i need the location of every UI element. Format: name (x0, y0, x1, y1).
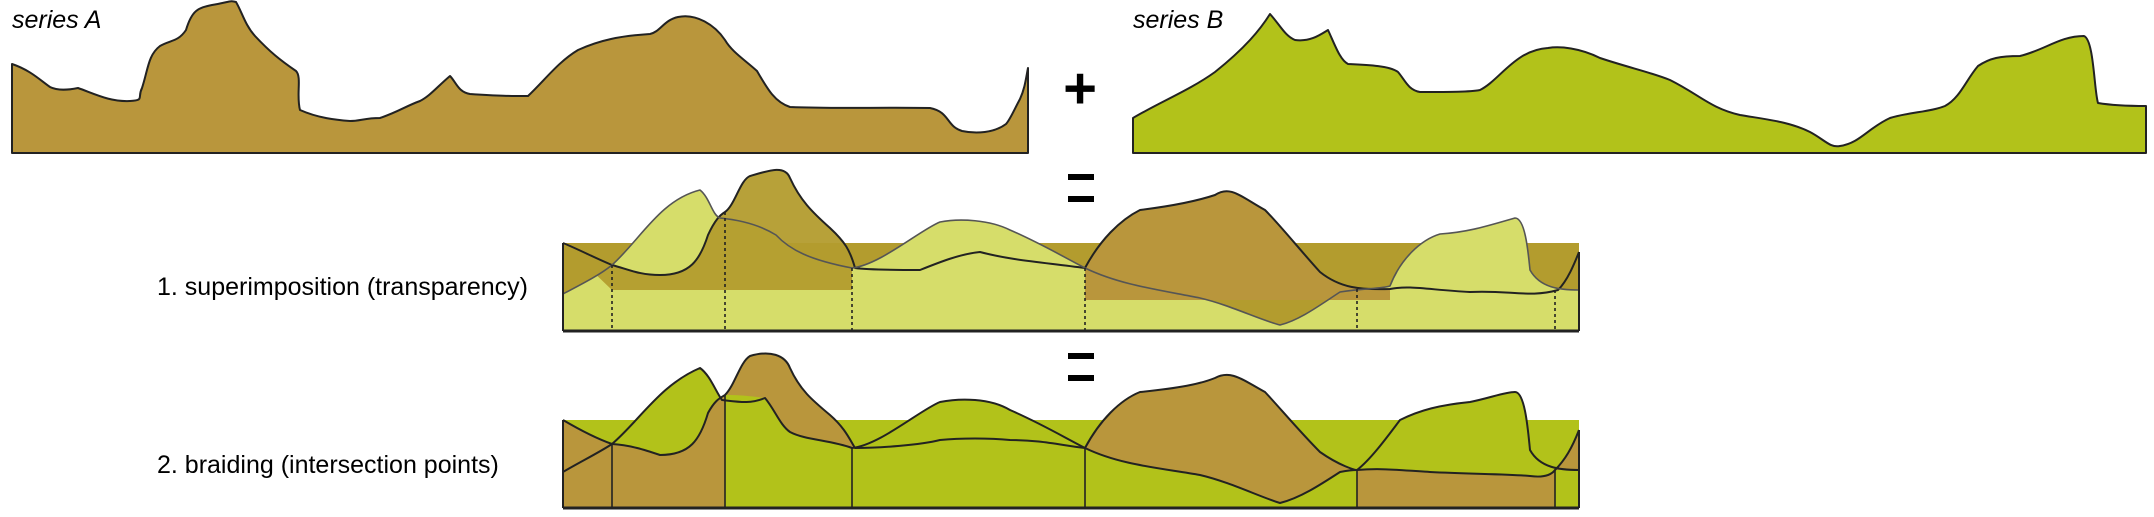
series-a-label: series A (12, 6, 102, 34)
superimposition-series-a-overlap (563, 169, 855, 290)
braiding-chart (562, 352, 1580, 510)
superimposition-series-b-outline (562, 189, 1580, 326)
superimposition-chart (562, 168, 1580, 333)
series-a-area (11, 0, 1029, 154)
superimposition-series-b-transparent (563, 190, 1579, 331)
braiding-label: 2. braiding (intersection points) (157, 451, 499, 479)
braiding-series-b-layer-2 (725, 395, 852, 508)
braiding-intersection-markers (611, 395, 1556, 508)
superimposition-series-a-peak (1085, 191, 1390, 300)
equals-operator-2 (1068, 353, 1094, 381)
equals-operator-1 (1068, 174, 1094, 202)
series-b-label: series B (1133, 6, 1224, 34)
plus-operator: + (1063, 56, 1097, 121)
braiding-series-a-lower (1357, 469, 1555, 508)
braiding-outline-b (562, 367, 1580, 504)
superimposition-label: 1. superimposition (transparency) (157, 273, 528, 301)
superimposition-series-a-outline (562, 168, 1580, 295)
braiding-series-a-layer-2 (612, 395, 725, 508)
braiding-series-a-tail (1555, 430, 1579, 470)
braiding-series-b-lower (1085, 448, 1357, 508)
braiding-series-b-layer-3 (852, 399, 1085, 508)
braiding-series-a-layer (563, 420, 612, 508)
series-b-chart (1132, 13, 2147, 154)
braiding-outline-a (562, 352, 1580, 478)
series-a-chart (11, 0, 1029, 154)
superimposition-intersection-markers (611, 212, 1556, 331)
series-b-area (1132, 13, 2147, 154)
